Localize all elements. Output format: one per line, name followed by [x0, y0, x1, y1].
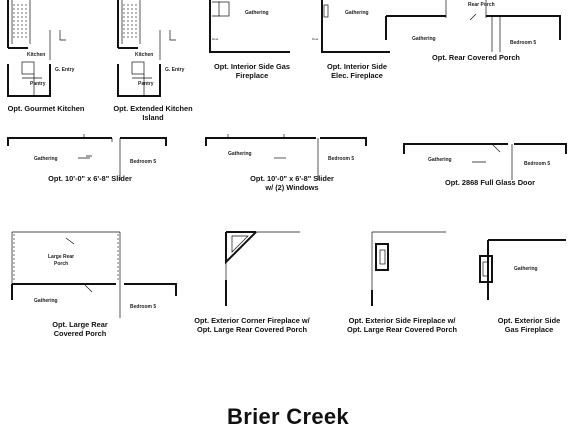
gathering-label-5: Gathering: [228, 151, 252, 157]
gas-fireplace-icon: [482, 261, 489, 277]
page-title: Brier Creek: [227, 404, 349, 429]
caption-exterior-corner-fireplace: Opt. Exterior Corner Fireplace w/Opt. La…: [194, 316, 310, 334]
kitchen-label: Kitchen: [27, 52, 45, 58]
caption-rear-covered-porch: Opt. Rear Covered Porch: [432, 53, 520, 62]
electric-fireplace-icon: [323, 4, 329, 18]
gathering-label-1: Gathering: [245, 10, 269, 16]
plan-slider: Gathering Bedroom 5: [7, 134, 167, 180]
gathering-label-8: Gathering: [514, 266, 538, 272]
rear-porch-label: Rear Porch: [468, 2, 495, 8]
bedroom5-label-3: Bedroom 5: [328, 156, 354, 162]
corner-fireplace-icon: [231, 235, 249, 253]
plan-exterior-corner-fireplace: [225, 231, 300, 306]
plan-large-rear-porch: Large Rear Porch Gathering Bedroom 5: [11, 231, 177, 318]
caption-exterior-side-fireplace: Opt. Exterior Side Fireplace w/Opt. Larg…: [346, 316, 458, 334]
caption-full-glass-door: Opt. 2868 Full Glass Door: [445, 178, 535, 187]
gathering-label-4: Gathering: [34, 156, 58, 162]
kitchen-label-2: Kitchen: [135, 52, 153, 58]
bedroom5-label-4: Bedroom 5: [524, 161, 550, 167]
plan-exterior-side-fireplace: [371, 231, 446, 306]
pantry-label-2: Pantry: [138, 81, 154, 87]
caption-slider: Opt. 10'-0" x 6'-8" Slider: [48, 174, 132, 183]
gathering-label-2: Gathering: [345, 10, 369, 16]
plan-extended-kitchen-island: Kitchen Pantry G. Entry: [117, 0, 185, 97]
plan-full-glass-door: Gathering Bedroom 5: [403, 143, 567, 180]
plan-exterior-side-gas-fireplace: Gathering: [479, 239, 566, 300]
gathering-label-7: Gathering: [34, 298, 58, 304]
plan-gourmet-kitchen: Kitchen Pantry G. Entry: [7, 0, 75, 97]
plan-slider-windows: Gathering Bedroom 5: [205, 134, 367, 180]
plan-interior-side-gas-fireplace: Gathering Rear: [209, 0, 290, 53]
svg-text:Rear: Rear: [212, 37, 219, 41]
gathering-label-3: Gathering: [412, 36, 436, 42]
large-rear-porch-label-b: Porch: [54, 261, 68, 267]
side-fireplace-icon: [379, 249, 386, 265]
fireplace-icon: [218, 1, 230, 17]
gathering-label-6: Gathering: [428, 157, 452, 163]
caption-gourmet-kitchen: Opt. Gourmet Kitchen: [7, 104, 85, 113]
plan-interior-side-elec-fireplace: Gathering Rear: [312, 0, 390, 53]
svg-text:Rear: Rear: [312, 37, 319, 41]
plan-rear-covered-porch: Rear Porch Gathering Bedroom 5: [385, 0, 561, 52]
pantry-label: Pantry: [30, 81, 46, 87]
entry-label: G. Entry: [55, 67, 75, 73]
entry-label-2: G. Entry: [165, 67, 185, 73]
bedroom5-label-5: Bedroom 5: [130, 304, 156, 310]
large-rear-porch-label-a: Large Rear: [48, 254, 74, 260]
bedroom5-label-1: Bedroom 5: [510, 40, 536, 46]
bedroom5-label-2: Bedroom 5: [130, 159, 156, 165]
